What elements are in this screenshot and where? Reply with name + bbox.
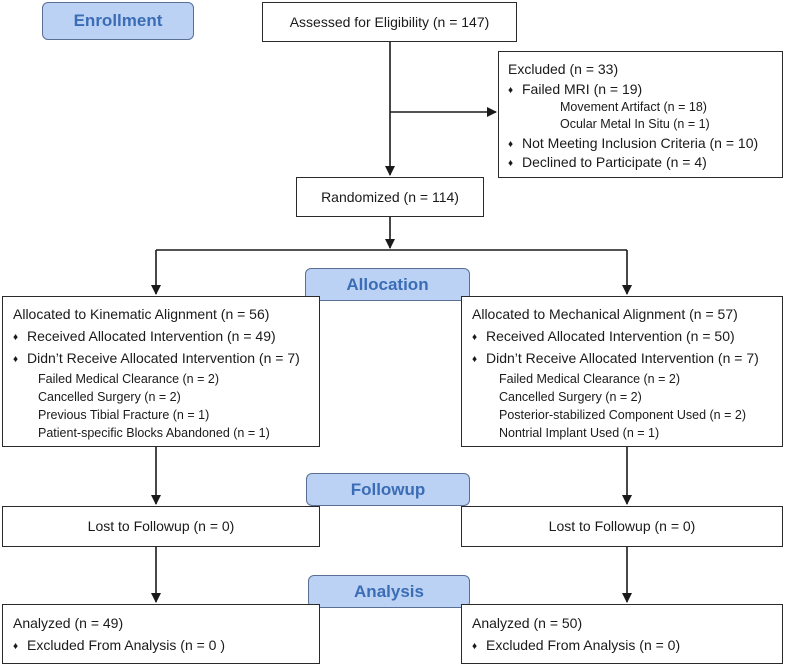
- bullet-icon: ♦: [13, 332, 19, 343]
- received-label: Received Allocated Intervention (n = 50): [486, 328, 735, 344]
- bullet-icon: ♦: [508, 85, 514, 96]
- right-followup-box: Lost to Followup (n = 0): [461, 506, 783, 547]
- reason-item: Failed Medical Clearance (n = 2): [499, 372, 680, 386]
- followup-text: Lost to Followup (n = 0): [87, 518, 235, 534]
- left-analysis-box: Analyzed (n = 49) ♦ Excluded From Analysi…: [2, 604, 320, 664]
- assessed-box: Assessed for Eligibility (n = 147): [262, 2, 517, 42]
- reason-item: Failed Medical Clearance (n = 2): [38, 372, 219, 386]
- excluded-analysis-label: Excluded From Analysis (n = 0): [486, 637, 681, 653]
- not-received-item: ♦ Didn’t Receive Allocated Intervention (…: [472, 349, 759, 370]
- analyzed-text: Analyzed (n = 50): [472, 615, 583, 631]
- reason-item: Cancelled Surgery (n = 2): [38, 390, 181, 404]
- not-received-label: Didn’t Receive Allocated Intervention (n…: [486, 350, 759, 366]
- not-received-item: ♦ Didn’t Receive Allocated Intervention (…: [13, 349, 300, 370]
- assessed-text: Assessed for Eligibility (n = 147): [289, 14, 490, 30]
- left-followup-box: Lost to Followup (n = 0): [2, 506, 320, 547]
- excluded-subitem: Ocular Metal In Situ (n = 1): [560, 117, 710, 131]
- allocated-text: Allocated to Mechanical Alignment (n = 5…: [472, 306, 738, 322]
- excluded-item-label: Declined to Participate (n = 4): [522, 154, 707, 170]
- excluded-analysis-item: ♦ Excluded From Analysis (n = 0): [472, 636, 680, 657]
- reason-item: Nontrial Implant Used (n = 1): [499, 426, 660, 440]
- excluded-item: ♦ Failed MRI (n = 19): [508, 80, 642, 101]
- not-received-label: Didn’t Receive Allocated Intervention (n…: [27, 350, 300, 366]
- excluded-item: ♦ Not Meeting Inclusion Criteria (n = 10): [508, 134, 758, 155]
- bullet-icon: ♦: [13, 354, 19, 365]
- followup-text: Lost to Followup (n = 0): [548, 518, 696, 534]
- bullet-icon: ♦: [508, 158, 514, 169]
- excluded-item-label: Not Meeting Inclusion Criteria (n = 10): [522, 135, 759, 151]
- analysis-stage-label: Analysis: [308, 575, 470, 608]
- excluded-title: Excluded (n = 33): [508, 61, 619, 77]
- allocated-text: Allocated to Kinematic Alignment (n = 56…: [13, 306, 270, 322]
- left-allocation-box: Allocated to Kinematic Alignment (n = 56…: [2, 296, 320, 447]
- reason-item: Posterior-stabilized Component Used (n =…: [499, 408, 746, 422]
- randomized-text: Randomized (n = 114): [321, 189, 459, 205]
- received-item: ♦ Received Allocated Intervention (n = 50…: [472, 327, 735, 348]
- excluded-item-label: Failed MRI (n = 19): [522, 81, 643, 97]
- bullet-icon: ♦: [472, 332, 478, 343]
- received-label: Received Allocated Intervention (n = 49): [27, 328, 276, 344]
- excluded-subitem: Movement Artifact (n = 18): [560, 100, 707, 114]
- reason-item: Cancelled Surgery (n = 2): [499, 390, 642, 404]
- followup-stage-label: Followup: [306, 473, 470, 506]
- right-analysis-box: Analyzed (n = 50) ♦ Excluded From Analysi…: [461, 604, 783, 664]
- excluded-analysis-label: Excluded From Analysis (n = 0 ): [27, 637, 226, 653]
- reason-item: Previous Tibial Fracture (n = 1): [38, 408, 210, 422]
- right-allocation-box: Allocated to Mechanical Alignment (n = 5…: [461, 296, 783, 447]
- reason-item: Patient-specific Blocks Abandoned (n = 1…: [38, 426, 270, 440]
- analyzed-text: Analyzed (n = 49): [13, 615, 124, 631]
- received-item: ♦ Received Allocated Intervention (n = 49…: [13, 327, 276, 348]
- randomized-box: Randomized (n = 114): [296, 177, 484, 217]
- excluded-item: ♦ Declined to Participate (n = 4): [508, 153, 707, 174]
- excluded-analysis-item: ♦ Excluded From Analysis (n = 0 ): [13, 636, 225, 657]
- bullet-icon: ♦: [472, 641, 478, 652]
- bullet-icon: ♦: [13, 641, 19, 652]
- excluded-box: Excluded (n = 33) ♦ Failed MRI (n = 19) M…: [498, 51, 783, 178]
- bullet-icon: ♦: [508, 139, 514, 150]
- enrollment-stage-label: Enrollment: [42, 2, 194, 40]
- bullet-icon: ♦: [472, 354, 478, 365]
- allocation-stage-label: Allocation: [305, 268, 470, 301]
